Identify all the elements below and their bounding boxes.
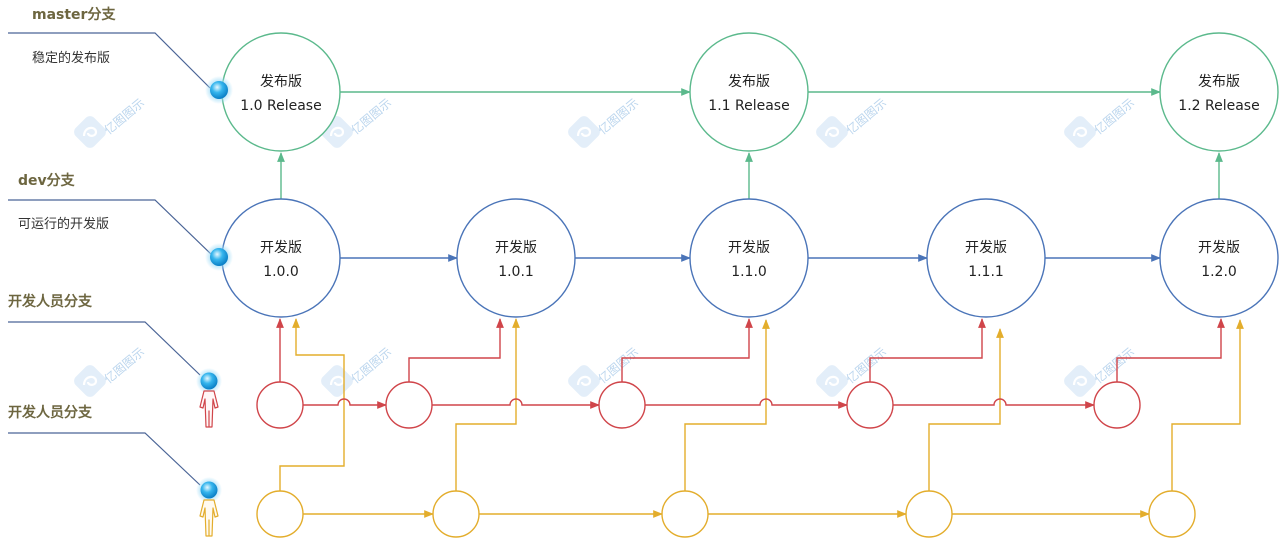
- developer1-commit-node[interactable]: [598, 381, 646, 429]
- edraw-logo-icon: 亿图图示: [1064, 95, 1137, 148]
- dev-node[interactable]: 开发版 1.1.0: [689, 198, 809, 318]
- lane-dev-pointer-line: [8, 199, 213, 256]
- dev-node[interactable]: 开发版 1.0.0: [221, 198, 341, 318]
- developer2-commit-node[interactable]: [905, 490, 953, 538]
- node-label-line1: 开发版: [965, 240, 1007, 256]
- node-label-line2: 1.0 Release: [240, 98, 321, 114]
- lane-master-pointer-line: [8, 32, 211, 89]
- developer1-commit-node[interactable]: [256, 381, 304, 429]
- node-label-line1: 开发版: [495, 240, 537, 256]
- lane-dev-title: dev分支: [18, 172, 76, 189]
- developer1-flow-arrow: [303, 398, 387, 409]
- release-node-circle: [1159, 32, 1279, 152]
- dev-node-circle: [1159, 198, 1279, 318]
- branch-dot-icon: [205, 76, 233, 104]
- dev-node-circle: [689, 198, 809, 318]
- person-icon: [196, 477, 222, 537]
- node-label-line2: 1.2.0: [1201, 264, 1237, 280]
- node-label-line2: 1.0.1: [498, 264, 534, 280]
- lane-developer1-title: 开发人员分支: [8, 293, 93, 310]
- edraw-logo-icon: 亿图图示: [321, 344, 394, 397]
- developer1-commit-node[interactable]: [1093, 381, 1141, 429]
- node-label-line1: 开发版: [728, 240, 770, 256]
- lane-master-title: master分支: [32, 6, 116, 23]
- watermark-text: 亿图图示: [595, 344, 641, 386]
- developer2-merge-arrow: [684, 319, 770, 491]
- node-layer: 发布版 1.0 Release 发布版 1.1 Release 发布版 1.2 Relea…: [221, 32, 1279, 538]
- lane-developer1-pointer-line: [8, 321, 201, 376]
- lane-developer2-header: 开发人员分支: [8, 404, 201, 486]
- developer2-commit-node[interactable]: [432, 490, 480, 538]
- release-node[interactable]: 发布版 1.2 Release: [1159, 32, 1279, 152]
- edraw-logo-icon: 亿图图示: [816, 95, 889, 148]
- developer2-commit-node[interactable]: [1148, 490, 1196, 538]
- dev-node[interactable]: 开发版 1.1.1: [926, 198, 1046, 318]
- watermark-text: 亿图图示: [101, 95, 147, 137]
- watermark-text: 亿图图示: [1091, 95, 1137, 137]
- developer1-flow-arrow: [432, 398, 600, 409]
- lane-developer2-title: 开发人员分支: [8, 404, 93, 421]
- dev-node[interactable]: 开发版 1.0.1: [456, 198, 576, 318]
- developer2-commit-node[interactable]: [256, 490, 304, 538]
- edraw-logo-icon: 亿图图示: [74, 344, 147, 397]
- developer1-merge-arrow: [1116, 318, 1225, 382]
- node-label-line2: 1.1 Release: [708, 98, 789, 114]
- lane-developer1-header: 开发人员分支: [8, 293, 201, 376]
- release-node-circle: [221, 32, 341, 152]
- watermark-text: 亿图图示: [348, 95, 394, 137]
- node-label-line1: 开发版: [260, 240, 302, 256]
- developer1-flow-arrow: [645, 398, 848, 409]
- edraw-logo-icon: 亿图图示: [74, 95, 147, 148]
- developer2-merge-arrow: [455, 318, 520, 491]
- developer2-merge-arrow: [279, 318, 345, 491]
- lane-master-header: master分支 稳定的发布版: [8, 6, 211, 89]
- edraw-logo-icon: 亿图图示: [568, 95, 641, 148]
- dev-node-circle: [221, 198, 341, 318]
- developer1-commit-node[interactable]: [385, 381, 433, 429]
- release-node-circle: [689, 32, 809, 152]
- node-label-line2: 1.0.0: [263, 264, 299, 280]
- dev-node[interactable]: 开发版 1.2.0: [1159, 198, 1279, 318]
- developer1-flow-arrow: [893, 398, 1095, 409]
- lane-master-desc: 稳定的发布版: [32, 50, 110, 66]
- watermark-text: 亿图图示: [348, 344, 394, 386]
- lane-developer2-pointer-line: [8, 432, 201, 486]
- branch-dot-icon: [205, 243, 233, 271]
- connector-layer: [276, 88, 1244, 518]
- lane-dev-header: dev分支 可运行的开发版: [8, 172, 213, 256]
- watermark-text: 亿图图示: [1091, 344, 1137, 386]
- node-label-line1: 发布版: [728, 74, 770, 90]
- watermark-text: 亿图图示: [595, 95, 641, 137]
- node-label-line2: 1.1.1: [968, 264, 1004, 280]
- person-icon: [196, 368, 222, 428]
- watermark-text: 亿图图示: [101, 344, 147, 386]
- lane-dev-desc: 可运行的开发版: [18, 216, 109, 232]
- developer2-commit-node[interactable]: [661, 490, 709, 538]
- dev-node-circle: [456, 198, 576, 318]
- developer2-merge-arrow: [928, 328, 1004, 491]
- node-label-line1: 发布版: [260, 74, 302, 90]
- developer2-merge-arrow: [1171, 319, 1244, 491]
- dev-node-circle: [926, 198, 1046, 318]
- developer1-commit-node[interactable]: [846, 381, 894, 429]
- node-label-line1: 发布版: [1198, 74, 1240, 90]
- node-label-line2: 1.1.0: [731, 264, 767, 280]
- developer1-merge-arrow: [869, 318, 986, 382]
- release-node[interactable]: 发布版 1.0 Release: [221, 32, 341, 152]
- node-label-line2: 1.2 Release: [1178, 98, 1259, 114]
- release-node[interactable]: 发布版 1.1 Release: [689, 32, 809, 152]
- developer1-merge-arrow: [408, 318, 504, 382]
- watermark-text: 亿图图示: [843, 344, 889, 386]
- developer1-merge-arrow: [621, 318, 753, 382]
- watermark-text: 亿图图示: [843, 95, 889, 137]
- node-label-line1: 开发版: [1198, 240, 1240, 256]
